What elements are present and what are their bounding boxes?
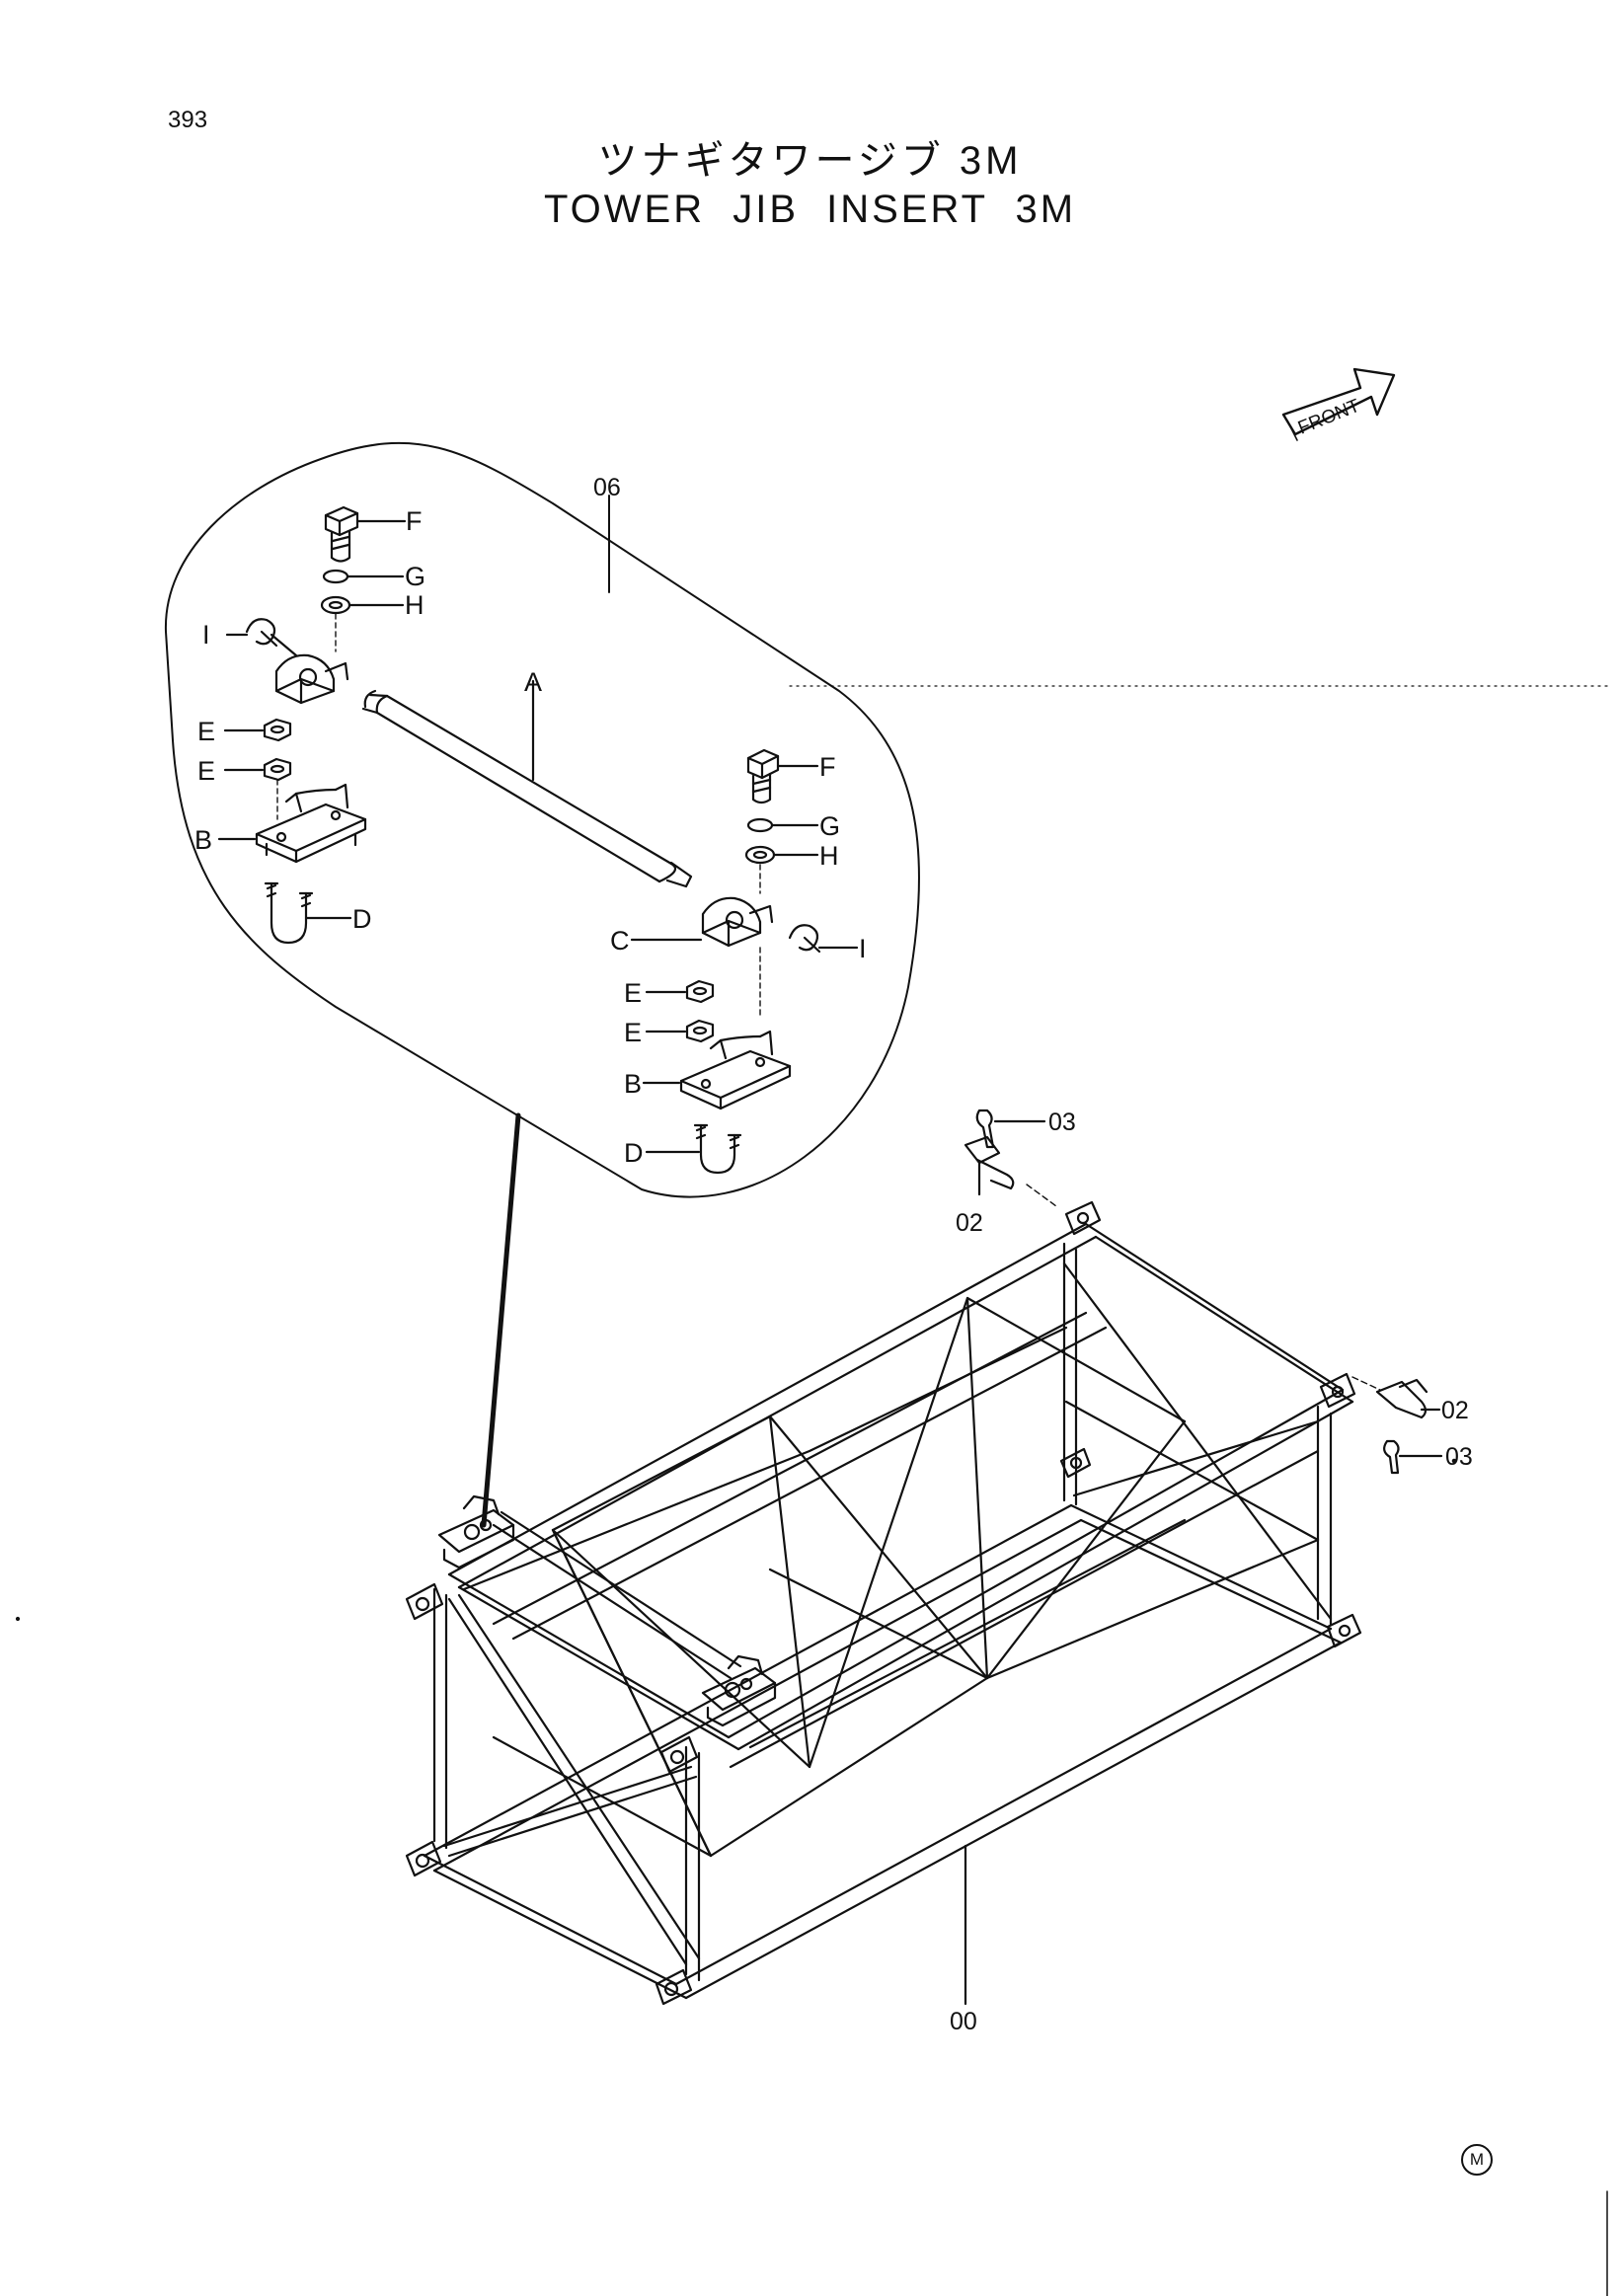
part-number-02-upper: 02	[956, 1209, 983, 1237]
stray-dot	[15, 1616, 21, 1622]
frame-end-lugs	[405, 1200, 1362, 2006]
callout-G-upper: G	[405, 562, 425, 591]
callout-D-lower: D	[624, 1138, 644, 1168]
callout-I-lower: I	[859, 934, 867, 963]
page-number: 393	[168, 107, 208, 133]
callout-C: C	[610, 926, 630, 956]
callout-E-lower-1: E	[624, 978, 642, 1008]
callout-D-upper: D	[352, 904, 372, 934]
lower-right-part-group	[630, 748, 859, 1175]
stray-dot	[1451, 1458, 1457, 1464]
part-number-03-right: 03	[1445, 1443, 1473, 1471]
callout-E-upper-2: E	[197, 756, 215, 786]
callout-H-lower: H	[819, 841, 839, 871]
upper-left-part-group	[217, 505, 693, 945]
callout-F-upper: F	[406, 506, 423, 536]
callout-B-lower: B	[624, 1069, 642, 1099]
callout-labels: F G H I A E E B D F G H C I E E B D 06 0…	[194, 474, 1473, 2035]
front-arrow-icon: FRONT	[1281, 367, 1396, 441]
callout-I-upper: I	[202, 620, 210, 650]
callout-A: A	[524, 667, 542, 697]
service-mark-icon: M	[1461, 2144, 1493, 2176]
part-number-06: 06	[593, 474, 621, 501]
part-number-02-right: 02	[1441, 1397, 1469, 1424]
callout-H-upper: H	[405, 590, 424, 620]
detail-capsule-outline	[164, 441, 920, 1198]
part-number-03-upper: 03	[1048, 1109, 1076, 1136]
callout-B-upper: B	[194, 825, 212, 855]
part-number-00: 00	[950, 2008, 977, 2035]
callout-F-lower: F	[819, 752, 836, 782]
pin-and-clip-upper	[964, 1109, 1057, 1207]
title-english: TOWER JIB INSERT 3M	[543, 188, 1077, 231]
lattice-frame	[405, 1200, 1362, 2006]
detail-leader-line	[481, 1112, 521, 1528]
front-arrow-label: FRONT	[1295, 396, 1363, 439]
callout-E-upper-1: E	[197, 717, 215, 746]
callout-G-lower: G	[819, 811, 840, 841]
callout-E-lower-2: E	[624, 1018, 642, 1047]
title-japanese: ツナギタワージブ 3M	[597, 139, 1023, 183]
pin-and-clip-right	[1351, 1376, 1443, 1475]
